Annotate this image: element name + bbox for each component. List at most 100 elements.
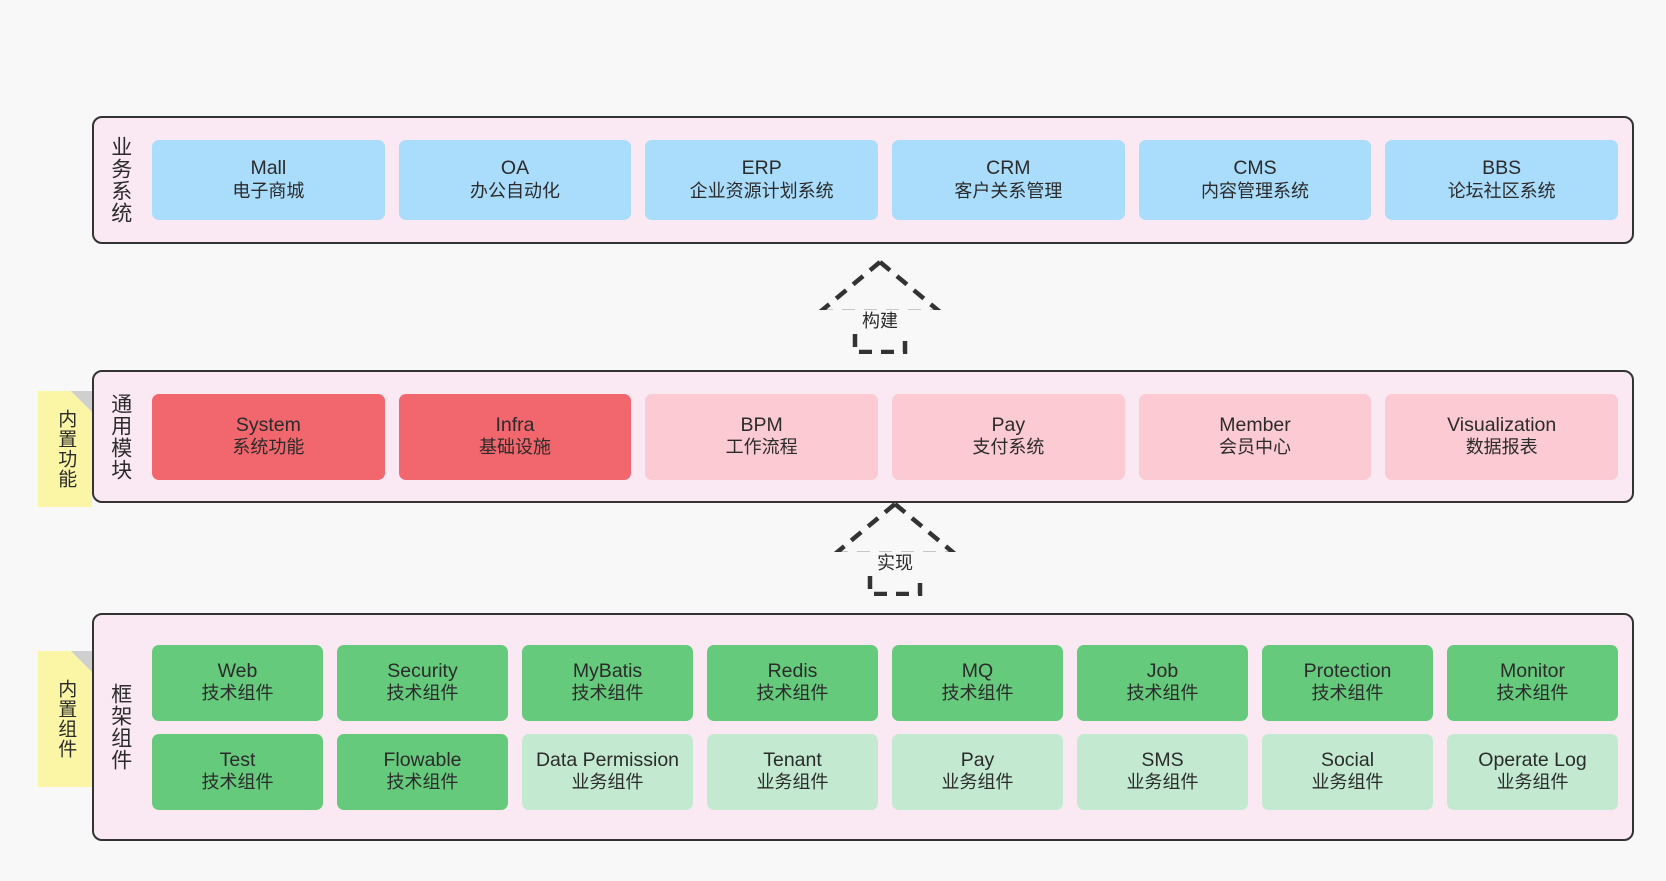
note-builtin-component: 内置组件 (38, 651, 92, 787)
module-box-monitor[interactable]: Monitor 技术组件 (1447, 644, 1618, 721)
module-name-cn: 业务组件 (1126, 772, 1199, 793)
module-name-en: SMS (1141, 748, 1184, 771)
framework-row-technical: Web 技术组件 Security 技术组件 MyBatis 技术组件 Redi… (152, 644, 1618, 721)
module-name-en: ERP (741, 157, 782, 180)
module-box-pay-business[interactable]: Pay 业务组件 (892, 733, 1063, 810)
module-box-pay[interactable]: Pay 支付系统 (892, 393, 1125, 480)
layer-body-common-module: System 系统功能 Infra 基础设施 BPM 工作流程 Pay 支付系统… (146, 372, 1632, 501)
module-name-en: MQ (961, 659, 994, 682)
module-name-cn: 基础设施 (479, 437, 551, 458)
layer-framework-component: 框架组件 Web 技术组件 Security 技术组件 MyBatis 技术组件… (92, 613, 1634, 841)
layer-common-module: 通用模块 System 系统功能 Infra 基础设施 BPM 工作流程 Pay… (92, 370, 1634, 503)
module-name-en: CMS (1233, 157, 1277, 180)
module-name-cn: 技术组件 (756, 683, 829, 704)
module-box-operate-log[interactable]: Operate Log 业务组件 (1447, 733, 1618, 810)
module-box-visualization[interactable]: Visualization 数据报表 (1385, 393, 1619, 480)
note-text: 内置功能 (55, 409, 77, 489)
module-box-infra[interactable]: Infra 基础设施 (398, 393, 632, 480)
module-box-system[interactable]: System 系统功能 (152, 393, 385, 480)
module-box-member[interactable]: Member 会员中心 (1138, 393, 1372, 480)
module-name-cn: 技术组件 (201, 772, 274, 793)
module-name-en: Infra (495, 413, 535, 436)
module-box-protection[interactable]: Protection 技术组件 (1262, 644, 1433, 721)
layer-business-system: 业务系统 Mall 电子商城 OA 办公自动化 ERP 企业资源计划系统 CRM… (92, 116, 1634, 244)
connector-realize: 实现 (815, 500, 975, 596)
note-text: 内置组件 (55, 679, 77, 759)
module-name-cn: 系统功能 (232, 437, 305, 458)
module-name-en: Visualization (1447, 413, 1557, 436)
module-name-en: Mall (250, 157, 287, 180)
module-box-sms[interactable]: SMS 业务组件 (1077, 733, 1248, 810)
module-name-cn: 数据报表 (1465, 437, 1538, 458)
module-name-en: Member (1219, 413, 1291, 436)
layer-title-framework-component: 框架组件 (108, 683, 132, 771)
module-box-mq[interactable]: MQ 技术组件 (892, 644, 1063, 721)
dashed-generalization-arrow-icon (818, 260, 942, 354)
module-name-cn: 业务组件 (1496, 772, 1569, 793)
module-name-en: Redis (767, 659, 818, 682)
module-name-cn: 技术组件 (201, 683, 274, 704)
module-name-cn: 电子商城 (232, 180, 305, 201)
module-box-oa[interactable]: OA 办公自动化 (398, 140, 632, 220)
module-box-flowable[interactable]: Flowable 技术组件 (337, 733, 508, 810)
module-name-en: Operate Log (1478, 748, 1587, 771)
module-box-bbs[interactable]: BBS 论坛社区系统 (1385, 140, 1619, 220)
module-box-tenant[interactable]: Tenant 业务组件 (707, 733, 878, 810)
module-name-en: Flowable (383, 748, 462, 771)
layer-body-framework-component: Web 技术组件 Security 技术组件 MyBatis 技术组件 Redi… (146, 615, 1632, 839)
module-name-cn: 技术组件 (571, 683, 644, 704)
module-name-en: Security (387, 659, 458, 682)
module-name-en: BPM (740, 413, 783, 436)
dashed-generalization-arrow-icon (833, 502, 957, 596)
module-name-en: Social (1320, 748, 1375, 771)
module-name-cn: 技术组件 (386, 772, 459, 793)
module-name-cn: 业务组件 (941, 772, 1014, 793)
module-box-crm[interactable]: CRM 客户关系管理 (892, 140, 1125, 220)
module-box-web[interactable]: Web 技术组件 (152, 644, 323, 721)
module-name-cn: 会员中心 (1219, 437, 1292, 458)
framework-row-business: Test 技术组件 Flowable 技术组件 Data Permission … (152, 733, 1618, 810)
module-name-cn: 业务组件 (756, 772, 829, 793)
module-box-bpm[interactable]: BPM 工作流程 (645, 393, 879, 480)
module-name-en: Protection (1303, 659, 1392, 682)
module-name-en: Pay (991, 413, 1026, 436)
module-name-en: Tenant (763, 748, 822, 771)
module-name-en: Job (1146, 659, 1179, 682)
module-box-erp[interactable]: ERP 企业资源计划系统 (645, 140, 879, 220)
layer-title-common-module: 通用模块 (108, 392, 132, 481)
module-name-cn: 内容管理系统 (1201, 180, 1310, 201)
module-name-en: Data Permission (535, 748, 680, 771)
module-box-mall[interactable]: Mall 电子商城 (152, 140, 385, 220)
module-name-en: System (235, 413, 301, 436)
module-name-cn: 论坛社区系统 (1447, 180, 1556, 201)
module-box-social[interactable]: Social 业务组件 (1262, 733, 1433, 810)
module-name-cn: 业务组件 (1311, 772, 1384, 793)
module-name-en: Pay (960, 748, 995, 771)
module-box-security[interactable]: Security 技术组件 (337, 644, 508, 721)
module-box-mybatis[interactable]: MyBatis 技术组件 (522, 644, 693, 721)
module-name-cn: 技术组件 (386, 683, 459, 704)
module-box-cms[interactable]: CMS 内容管理系统 (1138, 140, 1372, 220)
module-name-en: CRM (986, 157, 1031, 180)
connector-label-realize: 实现 (815, 552, 975, 574)
module-name-cn: 技术组件 (1126, 683, 1199, 704)
module-name-cn: 客户关系管理 (954, 180, 1063, 201)
note-builtin-function: 内置功能 (38, 391, 92, 507)
module-name-en: Test (219, 748, 256, 771)
module-name-cn: 工作流程 (725, 437, 798, 458)
module-name-cn: 技术组件 (941, 683, 1014, 704)
module-box-test[interactable]: Test 技术组件 (152, 733, 323, 810)
module-box-job[interactable]: Job 技术组件 (1077, 644, 1248, 721)
module-box-data-permission[interactable]: Data Permission 业务组件 (522, 733, 693, 810)
page-fold-icon (71, 651, 92, 672)
module-name-cn: 业务组件 (571, 772, 644, 793)
module-name-cn: 技术组件 (1496, 683, 1569, 704)
module-name-cn: 技术组件 (1311, 683, 1384, 704)
connector-label-build: 构建 (800, 310, 960, 332)
module-box-redis[interactable]: Redis 技术组件 (707, 644, 878, 721)
module-name-cn: 办公自动化 (470, 180, 560, 201)
layer-body-business-system: Mall 电子商城 OA 办公自动化 ERP 企业资源计划系统 CRM 客户关系… (146, 118, 1632, 242)
module-name-cn: 支付系统 (972, 437, 1045, 458)
module-name-en: MyBatis (572, 659, 643, 682)
